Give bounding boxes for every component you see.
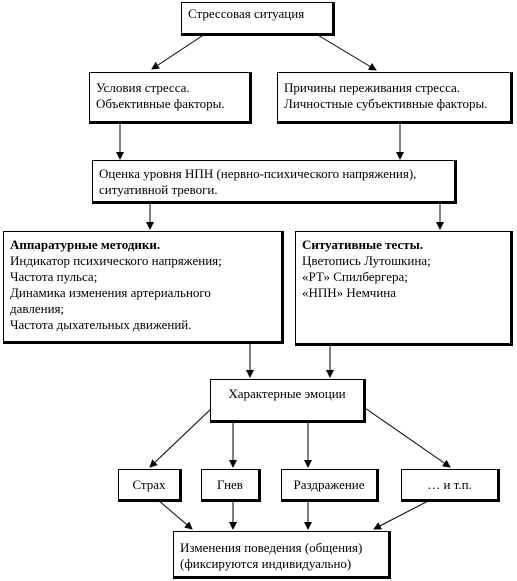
conditions-line-1: Условия стресса. [96,80,190,95]
emotions-box: Характерные эмоции [210,379,366,423]
situational-tests-box: Ситуативные тесты. Цветопись Лутошкина; … [295,231,513,346]
situational-tests-item: «НПН» Немчина [302,285,397,300]
behavior-change-line-1: Изменения поведения (общения) [180,540,363,555]
stress-situation-box: Стрессовая ситуация [181,2,335,36]
hardware-methods-item: Частота пульса; [10,269,98,284]
situational-tests-item: Цветопись Лутошкина; [302,253,431,268]
emotion-irritation-label: Раздражение [293,477,365,492]
conditions-box: Условия стресса. Объективные факторы. [89,72,252,124]
arrow-emotions-to-fear [149,407,213,468]
emotion-etc-box: … и т.п. [401,469,500,502]
emotion-fear-label: Страх [132,477,166,492]
npn-assessment-line-2: ситуативной тревоги. [99,182,218,197]
hardware-methods-title: Аппаратурные методики. [10,237,161,252]
emotion-irritation-box: Раздражение [281,469,379,502]
hardware-methods-item: давления; [10,301,65,316]
hardware-methods-item: Динамика изменения артериального [10,285,211,300]
hardware-methods-box: Аппаратурные методики. Индикатор психиче… [3,231,284,344]
arrow-fear-to-behavior [157,499,193,530]
situational-tests-item: «РТ» Спилбергера; [302,269,408,284]
behavior-change-box: Изменения поведения (общения) (фиксируют… [173,531,391,579]
emotion-anger-label: Гнев [217,477,243,492]
behavior-change-line-2: (фиксируются индивидуально) [180,556,352,571]
stress-situation-label: Стрессовая ситуация [188,6,305,21]
hardware-methods-item: Частота дыхательных движений. [10,317,192,332]
reasons-line-1: Причины переживания стресса. [284,80,461,95]
emotion-anger-box: Гнев [201,469,261,502]
reasons-line-2: Личностные субъективные факторы. [284,96,488,111]
emotions-label: Характерные эмоции [228,386,346,401]
hardware-methods-item: Индикатор психического напряжения; [10,253,222,268]
npn-assessment-line-1: Оценка уровня НПН (нервно-психического н… [99,166,417,181]
arrow-emotions-to-etc [364,407,451,468]
arrow-etc-to-behavior [373,499,431,530]
arrow-stress-to-reasons [315,33,377,71]
emotion-fear-box: Страх [118,469,182,502]
npn-assessment-box: Оценка уровня НПН (нервно-психического н… [92,160,457,204]
conditions-line-2: Объективные факторы. [96,96,225,111]
situational-tests-title: Ситуативные тесты. [302,237,424,252]
reasons-box: Причины переживания стресса. Личностные … [277,72,513,124]
arrow-stress-to-conditions [151,33,206,70]
emotion-etc-label: … и т.п. [427,477,472,492]
